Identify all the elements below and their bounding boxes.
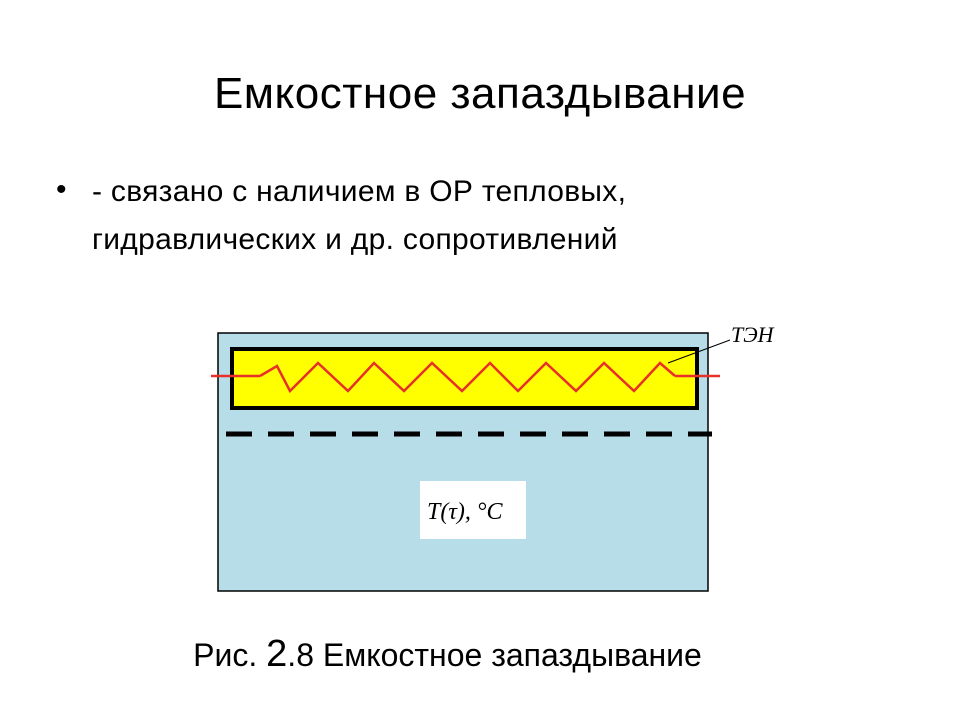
caption-prefix: Рис.: [193, 637, 267, 673]
bullet-text: - связано с наличием в ОР тепловых, гидр…: [92, 168, 892, 264]
caption-number: 2: [266, 633, 288, 675]
bullet-dot-icon: •: [56, 173, 67, 206]
bullet-line-2: гидравлических и др. сопротивлений: [92, 223, 618, 256]
figure-caption: Рис. 2.8 Емкостное запаздывание: [0, 630, 895, 679]
temperature-label-box: [420, 481, 526, 539]
heater-label: ТЭН: [731, 322, 775, 347]
bullet-line-1: - связано с наличием в ОР тепловых,: [92, 175, 627, 208]
caption-suffix: .8 Емкостное запаздывание: [287, 637, 702, 673]
temperature-label: T(τ), °C: [427, 499, 504, 525]
heater-coil-zigzag: [259, 361, 676, 394]
heater-leader-line: [667, 339, 731, 364]
slide-title: Емкостное запаздывание: [213, 69, 747, 118]
